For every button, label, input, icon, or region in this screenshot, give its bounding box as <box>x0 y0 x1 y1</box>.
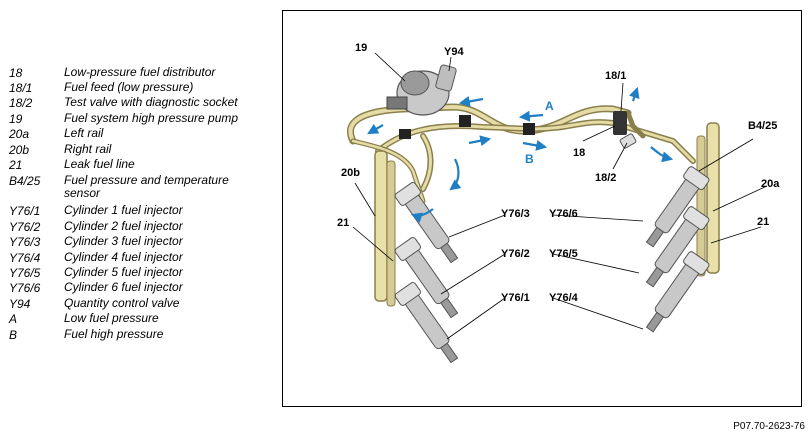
label-21-right: 21 <box>757 216 769 228</box>
label-Y76-2: Y76/2 <box>501 248 530 260</box>
label-Y76-3: Y76/3 <box>501 208 530 220</box>
legend-code: Y76/6 <box>9 281 41 295</box>
legend-code: 20a <box>9 127 30 141</box>
leader-lines <box>352 52 768 340</box>
fuel-system-diagram: 19 Y94 18/1 A B 18 18/2 B4/25 20b 20a 21… <box>337 42 780 364</box>
legend-description: Cylinder 2 fuel injector <box>64 219 183 233</box>
legend-description: Quantity control valve <box>64 296 180 310</box>
legend-description: Right rail <box>64 142 112 156</box>
right-rail-20b <box>374 150 396 307</box>
label-20b: 20b <box>341 167 360 179</box>
legend-description: Cylinder 1 fuel injector <box>64 203 183 217</box>
low-pressure-distributor <box>613 111 637 149</box>
label-19: 19 <box>355 42 367 54</box>
label-Y76-6: Y76/6 <box>549 208 578 220</box>
figure-reference: P07.70-2623-76 <box>733 421 805 432</box>
label-A: A <box>545 99 554 113</box>
legend-code: Y76/2 <box>9 220 41 234</box>
legend-code: Y76/3 <box>9 235 41 249</box>
legend-description: Fuel system high pressure pump <box>64 111 239 125</box>
label-18-1: 18/1 <box>605 70 626 82</box>
legend-code: B4/25 <box>9 174 41 188</box>
clips <box>399 115 535 139</box>
high-pressure-pump <box>386 64 457 116</box>
label-18-2: 18/2 <box>595 172 616 184</box>
legend-code: Y76/1 <box>9 204 41 218</box>
left-rail-20a <box>696 122 720 277</box>
injectors-right-bank <box>394 182 459 364</box>
legend-code: Y76/4 <box>9 251 41 265</box>
legend-code: Y76/5 <box>9 266 41 280</box>
legend-description: Cylinder 4 fuel injector <box>64 250 183 264</box>
diagram-frame: 19 Y94 18/1 A B 18 18/2 B4/25 20b 20a 21… <box>282 10 802 407</box>
legend-description: Cylinder 6 fuel injector <box>64 280 183 294</box>
legend-code: A <box>9 312 18 326</box>
legend-description: Low fuel pressure <box>64 311 159 325</box>
legend-description: Fuel feed (low pressure) <box>64 80 194 94</box>
legend-code: Y94 <box>9 297 31 311</box>
legend-code: 19 <box>9 112 23 126</box>
label-B4-25: B4/25 <box>748 120 777 132</box>
legend-code: 18/2 <box>9 96 33 110</box>
legend-description: Fuel pressure and temperature sensor <box>64 173 229 200</box>
label-18: 18 <box>573 147 585 159</box>
label-21-left: 21 <box>337 217 349 229</box>
label-Y76-1: Y76/1 <box>501 292 530 304</box>
label-Y94: Y94 <box>444 46 464 58</box>
legend-code: 18/1 <box>9 81 33 95</box>
fuel-lines <box>347 103 696 204</box>
flow-arrows <box>367 86 674 223</box>
legend-code: 21 <box>9 158 23 172</box>
label-Y76-4: Y76/4 <box>549 292 579 304</box>
label-20a: 20a <box>761 178 780 190</box>
legend-description: Fuel high pressure <box>64 327 164 341</box>
legend-description: Low-pressure fuel distributor <box>64 65 216 79</box>
legend-description: Cylinder 3 fuel injector <box>64 234 183 248</box>
label-B: B <box>525 152 534 166</box>
legend-code: B <box>9 328 18 342</box>
legend-description: Left rail <box>64 126 104 140</box>
label-Y76-5: Y76/5 <box>549 248 578 260</box>
legend-code: 20b <box>9 143 30 157</box>
legend-description: Test valve with diagnostic socket <box>64 95 238 109</box>
legend-code: 18 <box>9 66 23 80</box>
injectors-left-bank <box>645 166 710 333</box>
legend-description: Leak fuel line <box>64 157 135 171</box>
legend-description: Cylinder 5 fuel injector <box>64 265 183 279</box>
